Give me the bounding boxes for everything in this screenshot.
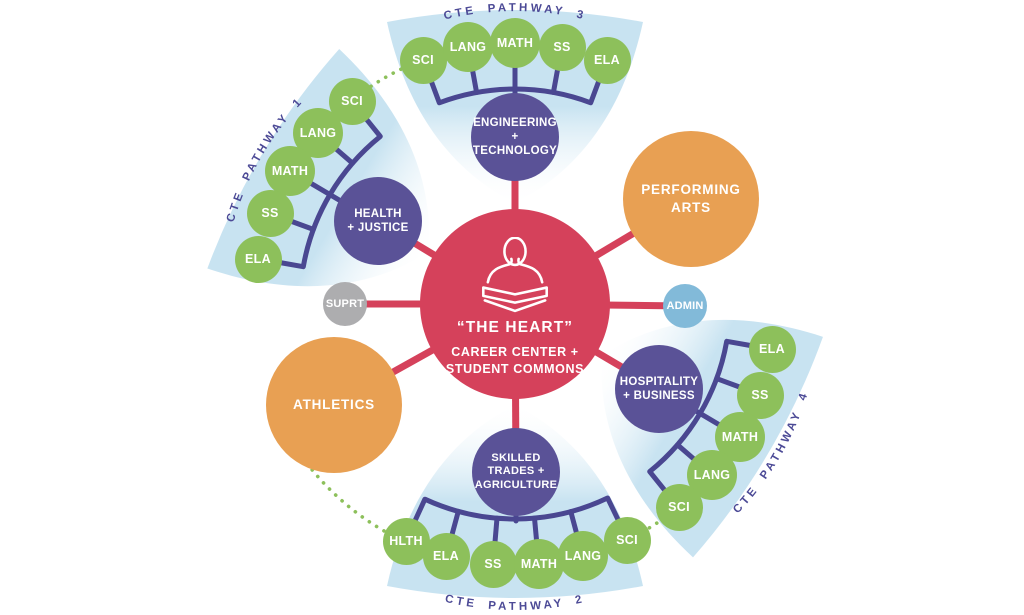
p2-subject-sci: SCI — [603, 516, 651, 564]
node-the-heart: “THE HEART” CAREER CENTER + STUDENT COMM… — [420, 209, 610, 399]
p3-subject-ss: SS — [538, 23, 586, 71]
p3-subject-math: MATH — [490, 18, 540, 68]
heart-subtitle: CAREER CENTER + STUDENT COMMONS — [445, 345, 585, 376]
p3-subject-ela: ELA — [583, 36, 631, 84]
p2-subject-lang: LANG — [558, 531, 608, 581]
node-athletics: ATHLETICS — [266, 337, 402, 473]
pathway-brackets — [277, 62, 753, 545]
bracket-cte-pathway-1 — [277, 115, 383, 270]
person-reading-book-icon — [482, 237, 548, 313]
p1-subject-ela: ELA — [234, 235, 282, 283]
p1-subject-math: MATH — [265, 146, 315, 196]
p3-subject-lang: LANG — [443, 22, 493, 72]
bracket-cte-pathway-2 — [412, 495, 621, 545]
node-suprt: SUPRT — [323, 282, 367, 326]
node-health-justice: HEALTH + JUSTICE — [334, 177, 422, 265]
node-performing-arts: PERFORMING ARTS — [623, 131, 759, 267]
dotted-connector-p1-p3 — [369, 66, 405, 89]
p4-subject-ss: SS — [736, 371, 784, 419]
p3-subject-sci: SCI — [399, 36, 447, 84]
node-skilled-trades-agriculture: SKILLED TRADES + AGRICULTURE — [472, 428, 560, 516]
node-hospitality-business: HOSPITALITY + BUSINESS — [615, 345, 703, 433]
node-engineering-technology: ENGINEERING + TECHNOLOGY — [471, 93, 559, 181]
p1-subject-ss: SS — [246, 189, 294, 237]
dotted-connector-athletics-p2 — [308, 465, 386, 533]
p2-subject-math: MATH — [514, 539, 564, 589]
p4-subject-ela: ELA — [748, 325, 796, 373]
p2-subject-hlth: HLTH — [382, 517, 430, 565]
p2-subject-ss: SS — [469, 540, 517, 588]
node-admin: ADMIN — [663, 284, 707, 328]
heart-title: “THE HEART” — [456, 319, 574, 337]
p2-subject-ela: ELA — [422, 532, 470, 580]
p4-subject-sci: SCI — [655, 483, 703, 531]
